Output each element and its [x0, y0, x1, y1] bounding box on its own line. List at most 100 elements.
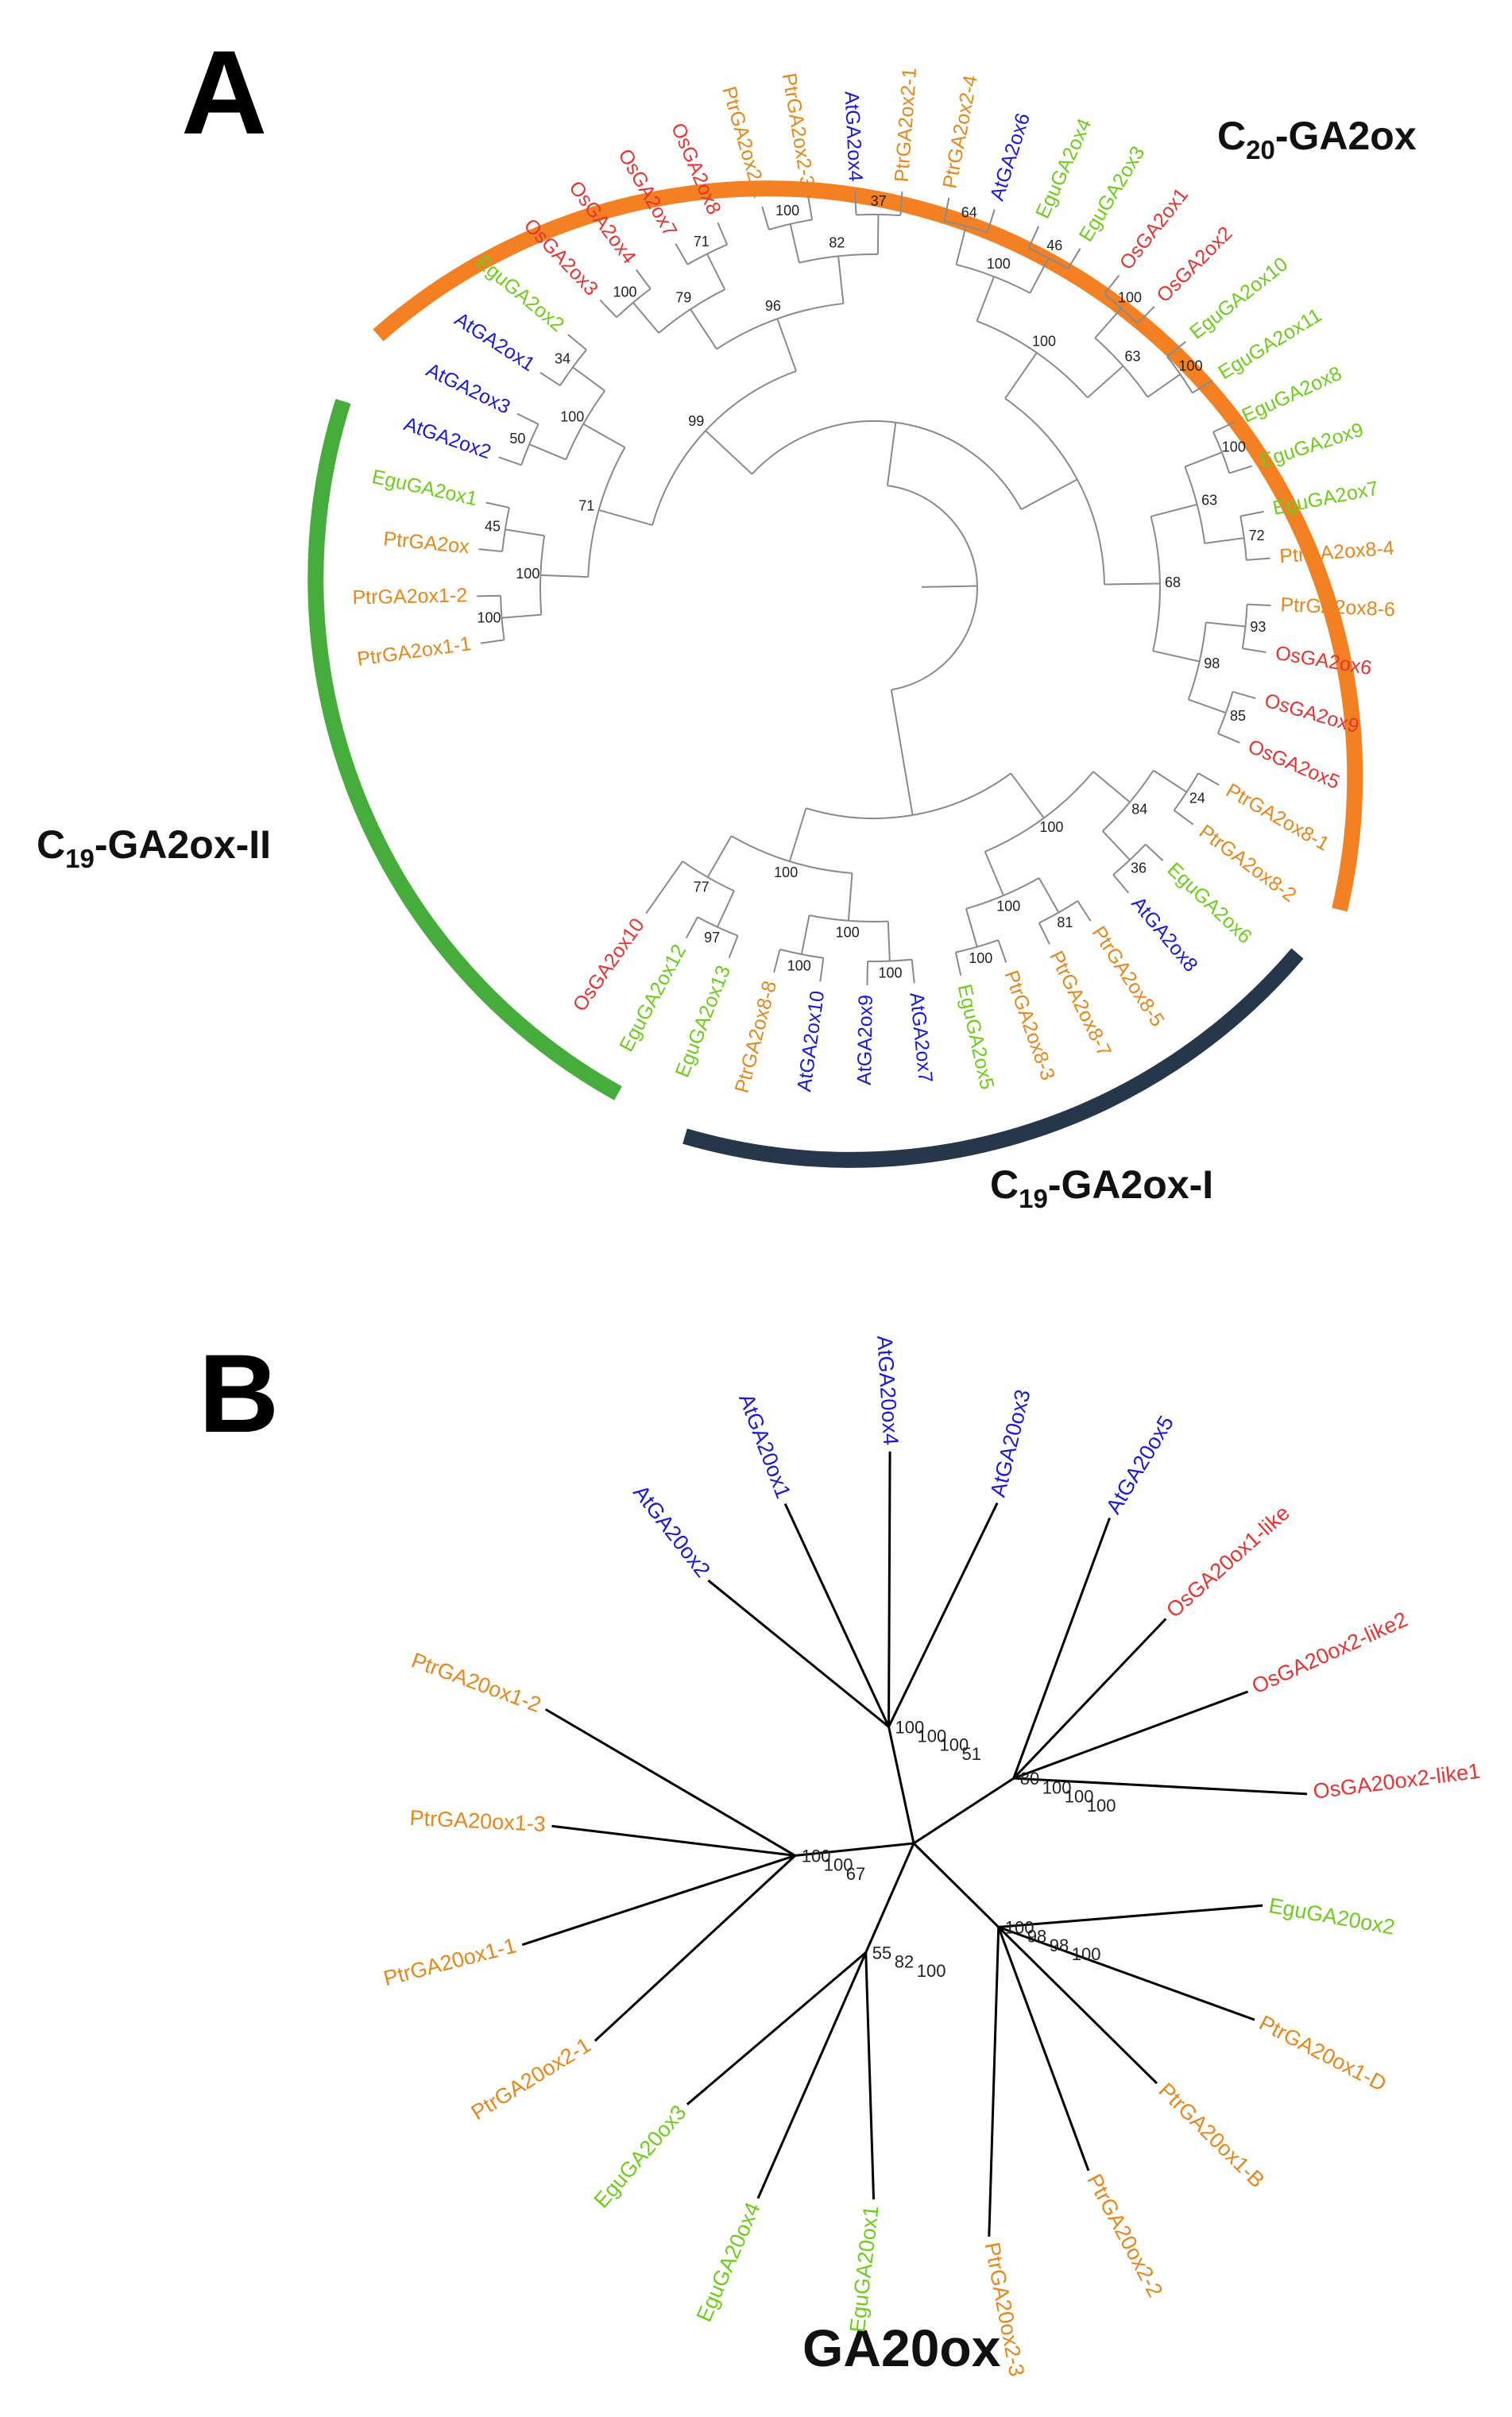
tree-a-bootstrap: 37	[871, 193, 887, 209]
tree-b-bootstrap: 100	[1042, 1777, 1072, 1797]
tree-a-branch	[997, 939, 1007, 963]
tree-a-branch	[837, 256, 845, 304]
tree-a-arc	[1004, 397, 1105, 585]
tree-a-bootstrap: 100	[478, 610, 501, 626]
tree-a-bootstrap: 100	[1118, 290, 1142, 306]
tree-a-branch	[1188, 698, 1227, 714]
tree-b-branch	[686, 1951, 867, 2106]
tree-a-branch	[1092, 771, 1131, 803]
tree-b-leaf-label: AtGA20ox5	[1101, 1412, 1178, 1518]
tree-a-branch	[599, 300, 617, 319]
tree-a-bootstrap: 100	[836, 924, 860, 940]
tree-a-leaf-label: EguGA2ox5	[953, 982, 999, 1092]
tree-a-bootstrap: 100	[516, 566, 539, 582]
tree-b-branch	[795, 1842, 915, 1857]
tree-a-branches	[477, 191, 1271, 985]
tree-a-leaf-label: EguGA2ox4	[1031, 115, 1096, 222]
tree-a-leaf-label: AtGA2ox8	[1127, 892, 1202, 976]
tree-a-bootstrap: 100	[775, 203, 799, 218]
tree-a-branch	[887, 921, 891, 961]
tree-a-branch	[1020, 478, 1078, 510]
tree-a-branch	[911, 959, 915, 984]
tree-a-branch	[899, 191, 903, 216]
tree-a-bootstrap: 72	[1249, 528, 1265, 543]
tree-a-bootstrap: 100	[969, 950, 992, 966]
tree-a-branch	[1038, 922, 1050, 945]
tree-a-branch	[1004, 352, 1038, 400]
tree-a-arc	[1184, 466, 1206, 543]
tree-a-bootstrap: 85	[1230, 708, 1246, 724]
tree-a-branch	[1010, 772, 1045, 819]
tree-a-branch	[1145, 843, 1164, 861]
tree-a-leaf-label: EguGA2ox7	[1270, 478, 1380, 520]
tree-a-branch	[890, 689, 914, 816]
tree-b-leaf-label: OsGA20ox2-like2	[1248, 1607, 1411, 1699]
tree-a-bootstrap: 34	[555, 351, 570, 367]
tree-a-bootstrap: 100	[613, 284, 637, 300]
tree-a-branch	[582, 423, 625, 449]
tree-a-branch	[1240, 510, 1264, 517]
tree-a-bootstrap: 100	[996, 899, 1020, 915]
tree-a-branch	[866, 961, 868, 985]
tree-b-leaf-label: PtrGA20ox1-3	[409, 1806, 546, 1836]
tree-b-leaf-label: PtrGA20ox1-D	[1255, 2011, 1390, 2096]
tree-b-bootstrap: 100	[1005, 1917, 1034, 1937]
tree-a-branch	[528, 443, 567, 461]
tree-b-branch	[594, 1854, 796, 2042]
tree-b-branch	[864, 1843, 915, 1953]
tree-a-bootstrap: 68	[1165, 574, 1181, 590]
tree-b-branch	[997, 1926, 1090, 2171]
tree-a-leaf-label: EguGA2ox8	[1239, 362, 1345, 427]
tree-a-bootstrap: 99	[688, 413, 704, 429]
tree-a-bootstrap: 100	[560, 409, 584, 425]
tree-a-leaf-label: AtGA2ox1	[451, 308, 539, 376]
tree-a-leaf-label: AtGA2ox2	[401, 412, 494, 463]
tree-a-leaf-label: PtrGA2ox8-8	[731, 979, 781, 1096]
tree-a-branch	[773, 949, 781, 973]
tree-a-branch	[976, 276, 995, 322]
panel-b-title: GA20ox	[802, 2318, 1001, 2377]
tree-a-bootstrap: 100	[987, 256, 1011, 272]
tree-a-branch	[876, 215, 880, 255]
tree-b-branch	[544, 1708, 796, 1857]
tree-b-bootstrap: 98	[1050, 1936, 1069, 1955]
tree-a-leaf-label: PtrGA2ox8-3	[1000, 968, 1058, 1084]
tree-a-branch	[1217, 733, 1240, 744]
tree-b-bootstrap: 100	[824, 1855, 853, 1875]
tree-a-bootstrap: 93	[1250, 619, 1266, 635]
tree-b-bootstrap: 100	[895, 1717, 925, 1737]
tree-a-branch	[986, 209, 996, 233]
tree-a-branch	[1242, 648, 1266, 654]
tree-a-bootstrap: 77	[694, 880, 710, 895]
tree-a-branch	[675, 243, 689, 265]
tree-a-branch	[1228, 465, 1253, 474]
tree-a-leaf-label: EguGA2ox1	[370, 466, 480, 510]
tree-b-branch	[707, 1579, 890, 1728]
tree-a-branch	[567, 334, 587, 350]
tree-a-branch	[728, 935, 739, 958]
tree-a-arc	[652, 370, 797, 526]
c19-i-clade-arc	[683, 948, 1304, 1168]
tree-a-branch	[854, 191, 857, 215]
tree-a-leaf-label: PtrGA2ox8-4	[1278, 537, 1394, 568]
tree-a-bootstrap: 96	[765, 298, 781, 314]
tree-a-branch	[789, 223, 800, 263]
tree-b-bootstrap: 100	[802, 1846, 831, 1866]
tree-a-branch	[485, 501, 510, 509]
tree-a-branch	[1212, 421, 1236, 433]
tree-b-leaf-label: AtGA20ox2	[628, 1481, 715, 1582]
tree-a-branch	[1112, 874, 1130, 894]
tree-a-leaf-label: OsGA2ox10	[569, 915, 649, 1016]
tree-a-branch	[480, 639, 505, 644]
tree-b-branch	[998, 1925, 1255, 2021]
tree-b-bootstrap: 51	[962, 1744, 981, 1764]
tree-b-leaf-label: OsGA20ox1-like	[1162, 1501, 1294, 1622]
tree-a-branch	[477, 594, 501, 597]
tree-a-branch	[1232, 690, 1256, 699]
tree-a-leaf-label: OsGA2ox5	[1245, 735, 1344, 793]
tree-a-bootstrap: 84	[1131, 802, 1147, 818]
tree-a-branch	[886, 422, 897, 486]
